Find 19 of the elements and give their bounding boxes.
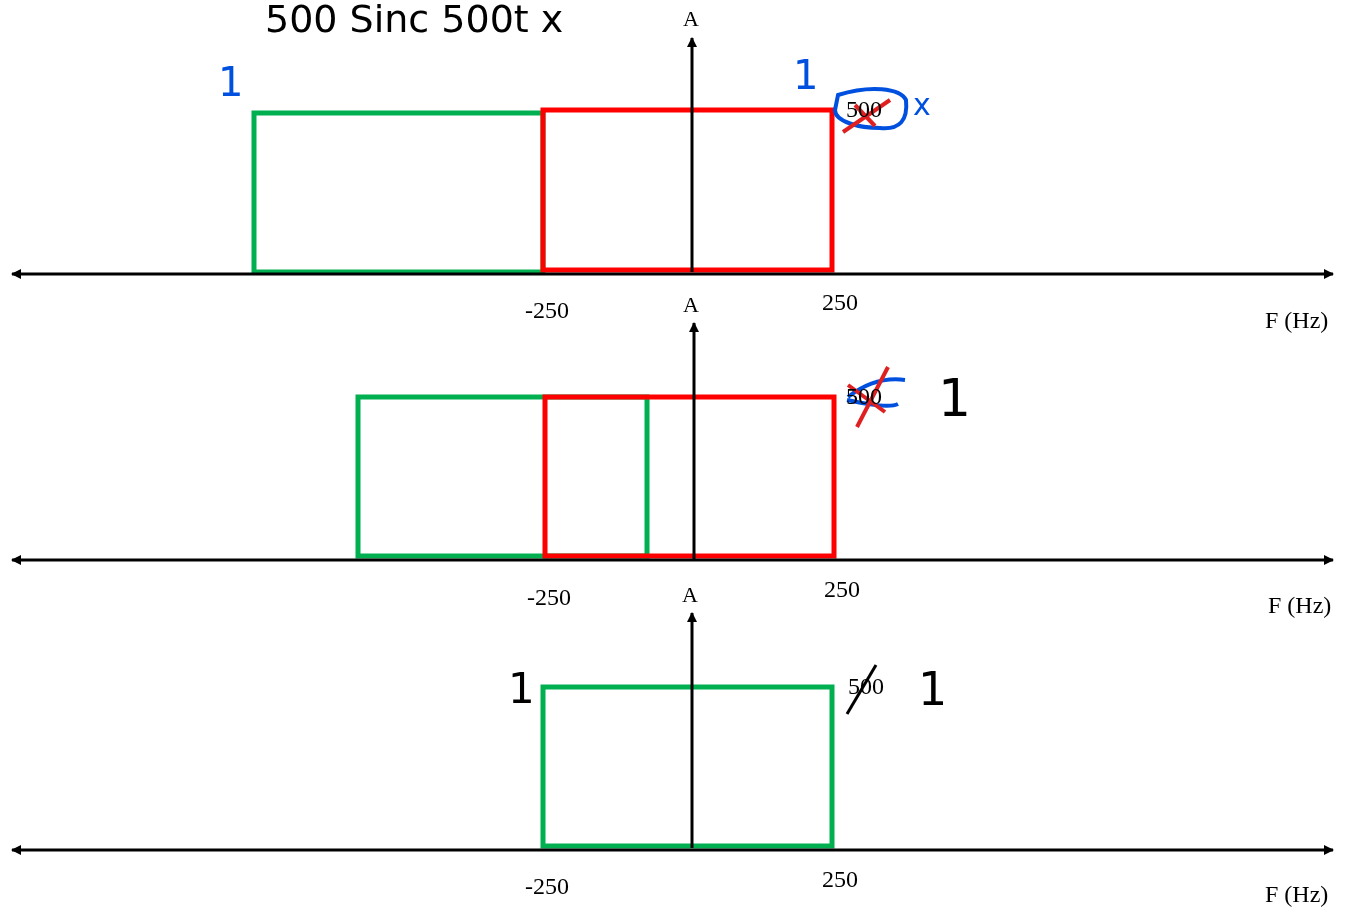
tick-label: -250 (525, 874, 569, 898)
handwritten-note: 1 (508, 668, 535, 710)
axis-label: A (683, 8, 699, 30)
tick-label: -250 (527, 585, 571, 609)
handwritten-note: 1 (218, 62, 244, 102)
axis-label: F (Hz) (1265, 308, 1329, 332)
tick-label: 250 (824, 577, 860, 601)
axis-label: A (682, 584, 698, 606)
handwritten-note: 1 (793, 55, 819, 95)
axis-label: A (683, 294, 699, 316)
axis-label: F (Hz) (1268, 593, 1332, 617)
handwritten-note: 1 (918, 666, 948, 712)
tick-label: 250 (822, 867, 858, 891)
handwritten-note: x (913, 90, 931, 120)
tick-label: -250 (525, 298, 569, 322)
axis-label: F (Hz) (1265, 882, 1329, 906)
tick-label: 250 (822, 290, 858, 314)
handwritten-note: 1 (938, 372, 972, 424)
handwritten-note: 500 Sinc 500t x (265, 0, 564, 38)
